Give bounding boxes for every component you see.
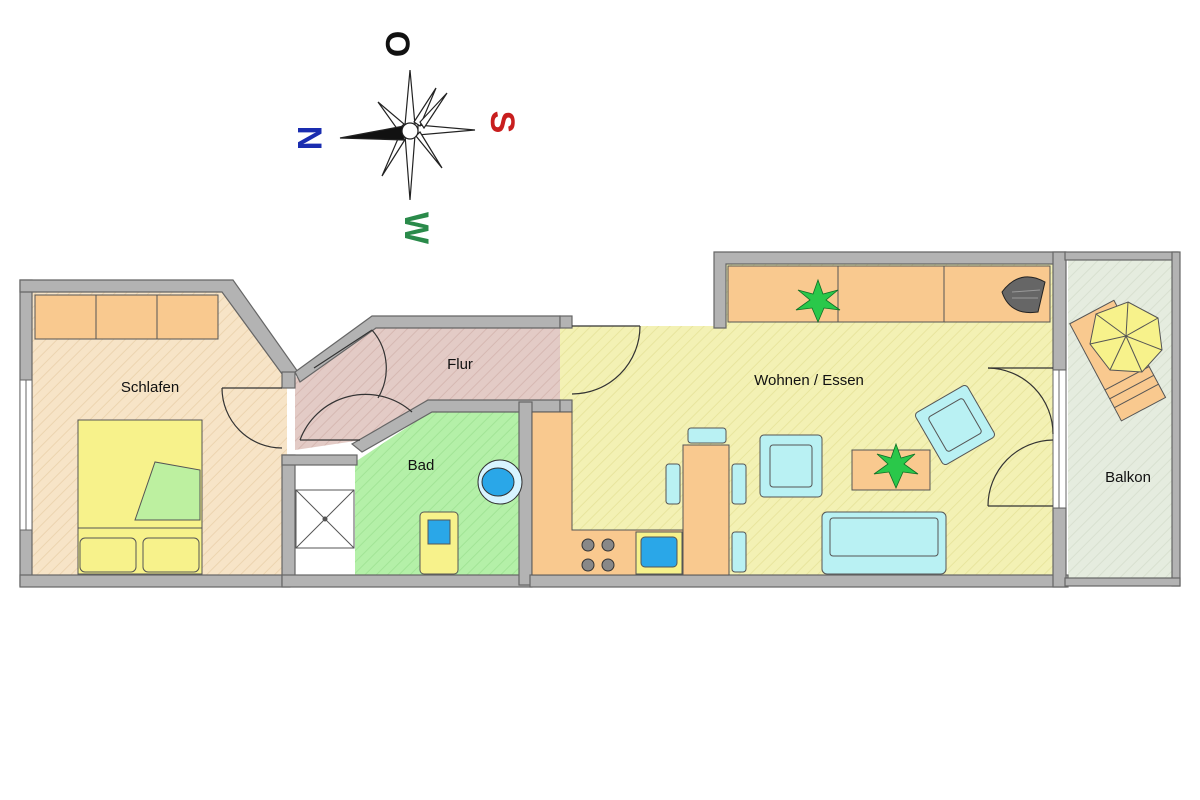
doors [221, 325, 1054, 507]
bathroom-floor [355, 412, 520, 578]
shower [295, 489, 355, 549]
plant-icon [795, 278, 841, 324]
hallway-label: Flur [447, 356, 473, 373]
living-cabinets [727, 265, 1051, 323]
sofa [821, 511, 947, 575]
rotated-armchair [914, 384, 996, 466]
living-label: Wohnen / Essen [754, 372, 864, 389]
kitchen-counter [531, 411, 686, 576]
balcony-door-window [1052, 369, 1067, 509]
compass: O N S W [290, 31, 521, 245]
coffee-table-plant-icon [873, 442, 919, 489]
living-floor [530, 262, 1055, 578]
toilet-icon [419, 511, 459, 575]
bedroom-wardrobe [34, 294, 219, 340]
compass-north-label: N [290, 126, 328, 151]
coffee-table [851, 442, 931, 491]
bedroom-window [19, 379, 33, 531]
bed [77, 419, 203, 575]
washbasin-icon [477, 459, 523, 505]
stove-icon [581, 538, 615, 572]
fan-icon [1001, 276, 1046, 314]
compass-rose-icon [339, 69, 476, 201]
compass-east-label: O [378, 31, 416, 57]
bathroom-label: Bad [408, 457, 435, 474]
compass-west-label: W [397, 212, 435, 245]
armchair [759, 434, 823, 498]
bedroom-label: Schlafen [121, 379, 179, 396]
compass-south-label: S [483, 111, 521, 134]
hallway-floor [295, 326, 560, 450]
balcony-label: Balkon [1105, 469, 1151, 486]
dining-table [665, 427, 747, 576]
umbrella-icon [1089, 301, 1163, 373]
